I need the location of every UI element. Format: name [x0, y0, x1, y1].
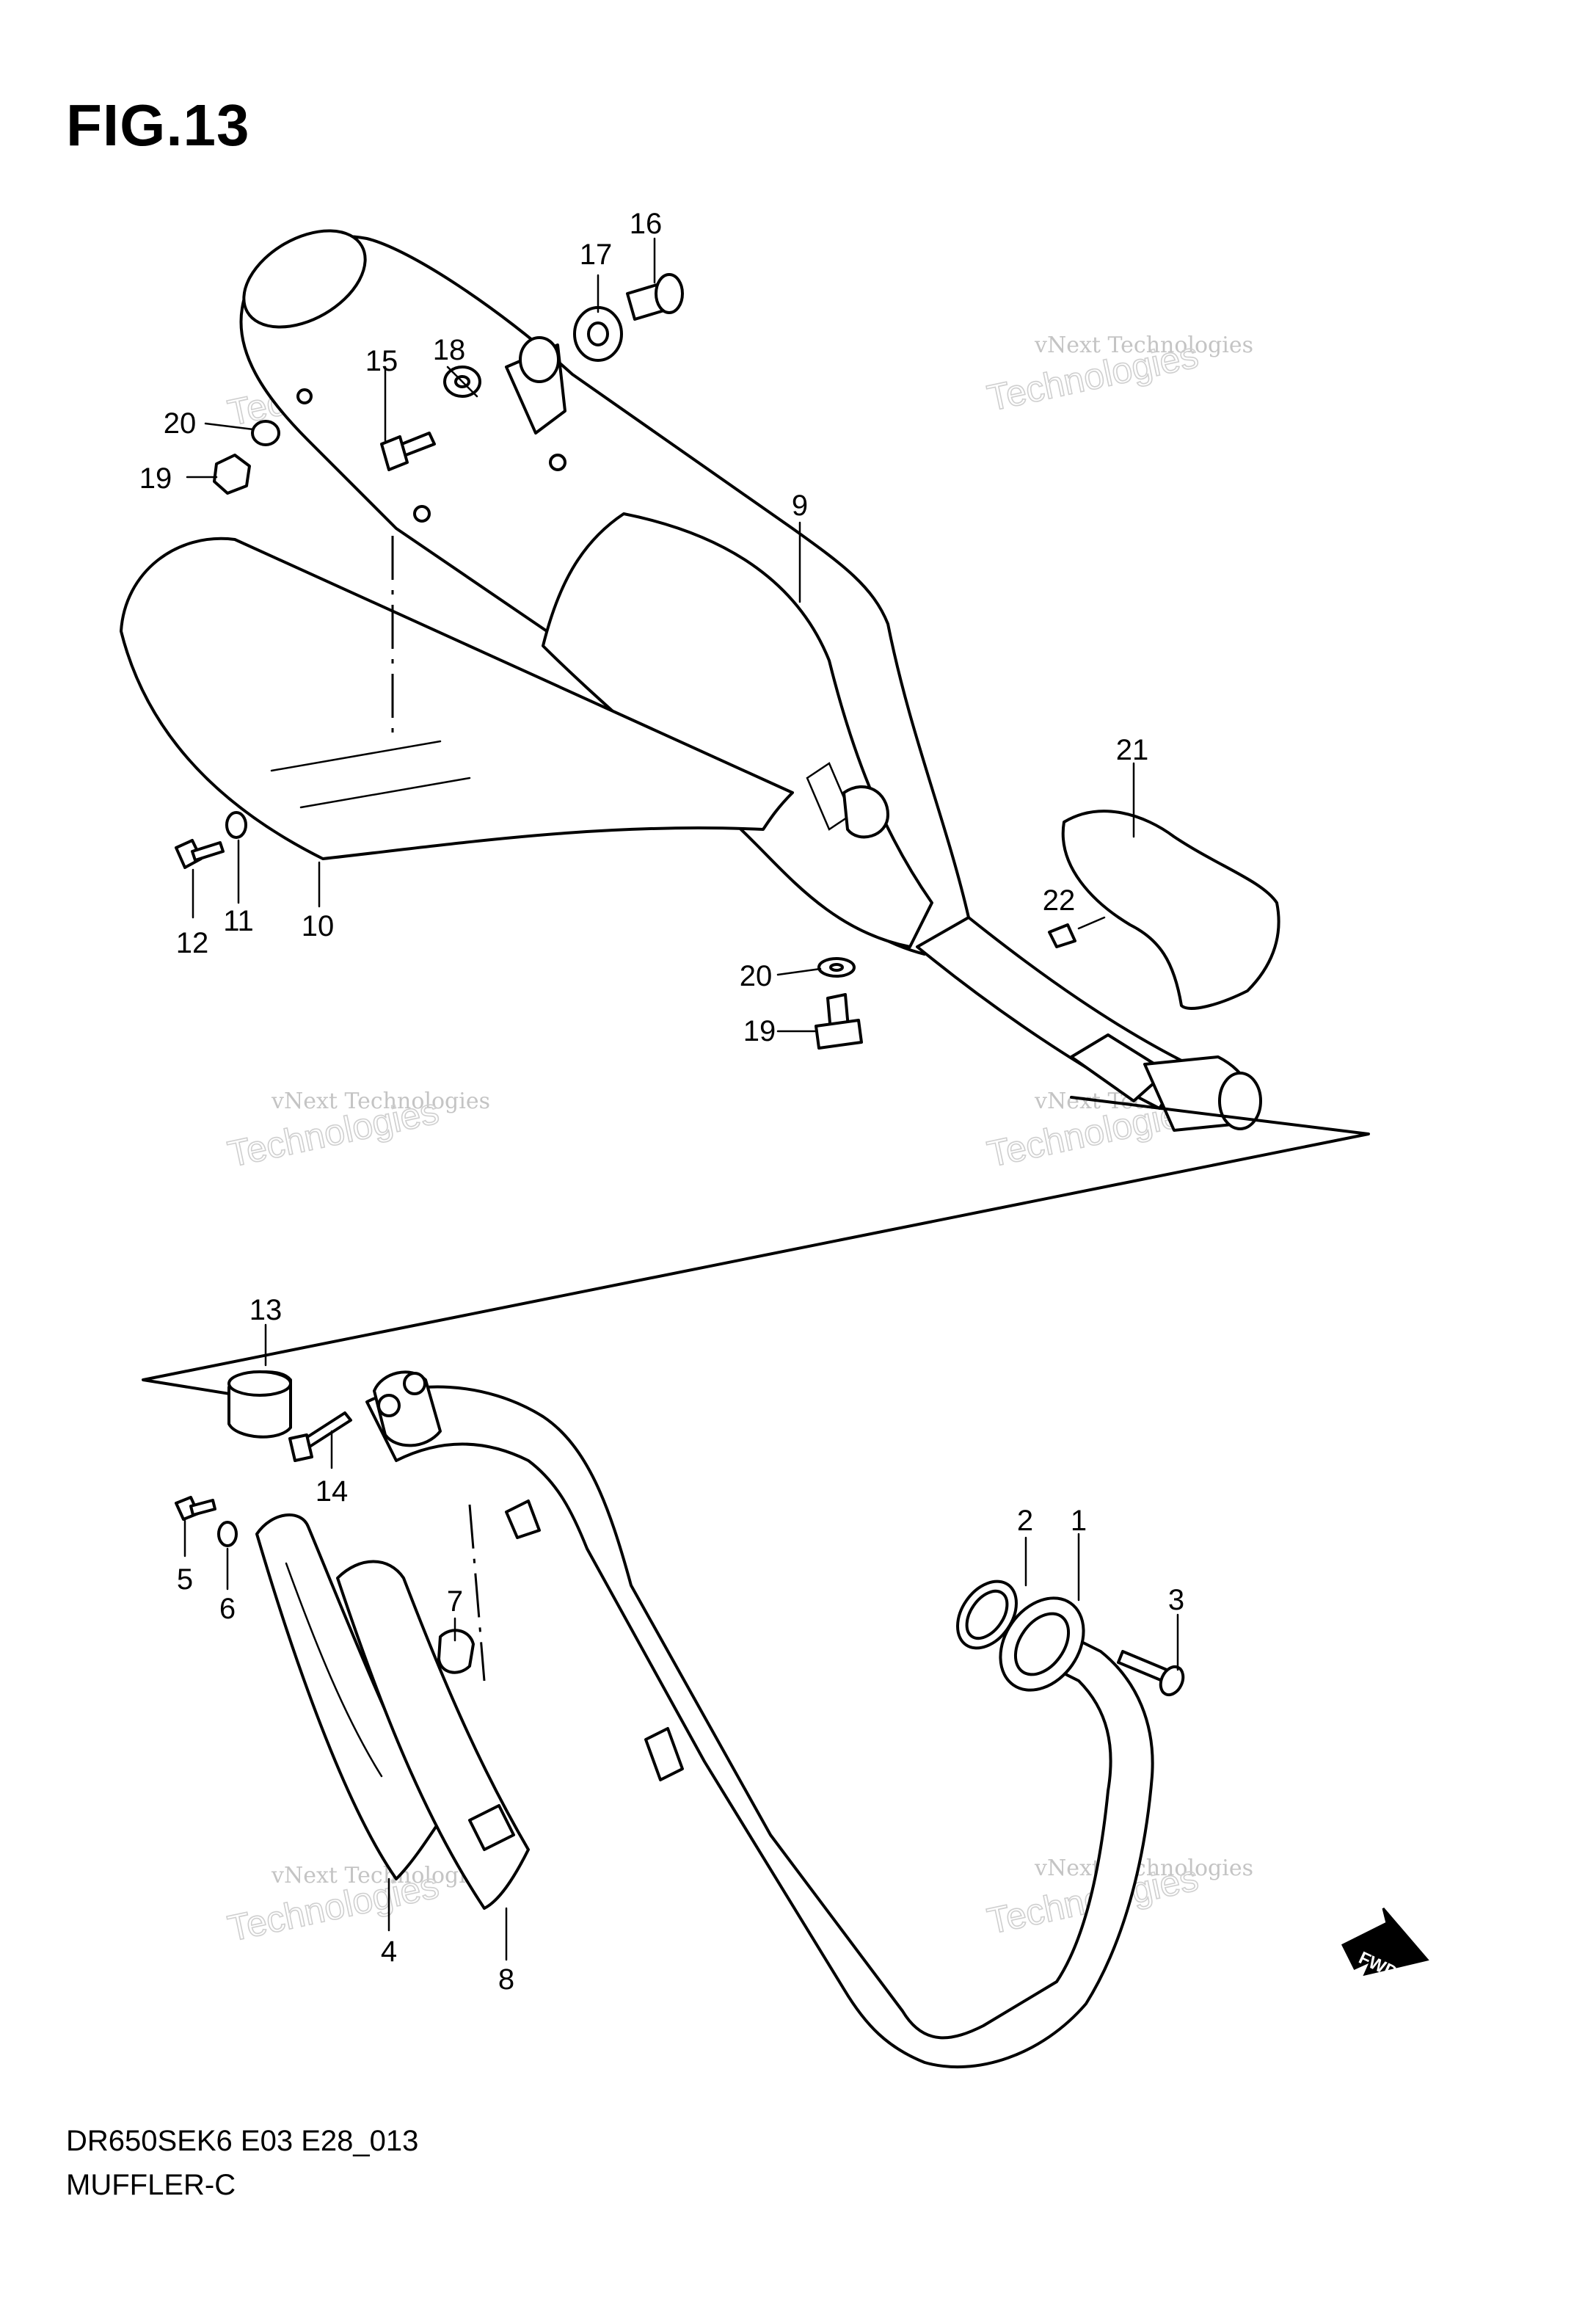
callout-5[interactable]: 5: [177, 1563, 193, 1596]
callout-20-upper[interactable]: 20: [164, 407, 197, 440]
muffler-inlet-opening: [1218, 1072, 1262, 1130]
gasket-13-top: [227, 1370, 292, 1397]
bolt-15-head: [380, 435, 409, 471]
muffler-stud-hole-2: [549, 454, 566, 471]
callout-20-lower[interactable]: 20: [740, 960, 773, 992]
callout-15[interactable]: 15: [365, 345, 398, 377]
muffler-end-cap: [242, 229, 367, 329]
callout-19-upper[interactable]: 19: [139, 462, 172, 495]
callout-8[interactable]: 8: [498, 1963, 514, 1996]
leader-lines: [183, 237, 1179, 1961]
callout-6[interactable]: 6: [219, 1593, 236, 1625]
pipe-bracket-a: [505, 1499, 541, 1539]
callout-13[interactable]: 13: [249, 1294, 283, 1326]
callout-18[interactable]: 18: [433, 334, 466, 366]
callout-4[interactable]: 4: [381, 1935, 397, 1968]
heat-shield-9: [542, 512, 933, 948]
callout-3[interactable]: 3: [1168, 1584, 1184, 1616]
callout-2[interactable]: 2: [1017, 1505, 1033, 1537]
leader-20b: [776, 967, 822, 976]
callout-22[interactable]: 22: [1043, 884, 1076, 917]
heat-shield-10-slot-1: [270, 740, 442, 772]
fwd-arrow-icon: [1341, 1908, 1429, 1977]
svg-text:vNext Technologies: vNext Technologies: [271, 1088, 490, 1114]
callout-19-lower[interactable]: 19: [743, 1015, 776, 1047]
pipe-clamp-bolt-a: [377, 1394, 401, 1417]
callout-14[interactable]: 14: [316, 1475, 349, 1508]
exhaust-pipe-1: [365, 1385, 1154, 2068]
washer-6: [217, 1521, 238, 1547]
callout-1[interactable]: 1: [1071, 1505, 1087, 1537]
bracket-21: [1061, 810, 1280, 1010]
bolt-12-shank: [191, 841, 225, 862]
leader-18: [446, 366, 478, 398]
svg-text:vNext Technologies: vNext Technologies: [271, 1863, 490, 1889]
callout-16[interactable]: 16: [630, 208, 663, 240]
callout-21[interactable]: 21: [1116, 734, 1149, 766]
bolt-5-shank: [189, 1499, 216, 1516]
heat-shield-8-clip: [468, 1804, 515, 1851]
leader-22: [1077, 916, 1106, 930]
pipe-clamp-bolt-b: [403, 1372, 426, 1395]
bolt-16-head: [655, 273, 684, 314]
watermark-bottom-left: vNext Technologies Technologies: [224, 1863, 490, 1950]
washer-20-upper: [251, 420, 280, 446]
collar-18: [519, 336, 560, 383]
pipe-bracket-b: [644, 1727, 684, 1781]
callout-12[interactable]: 12: [176, 927, 209, 959]
model-code: DR650SEK6 E03 E28_013: [66, 2125, 419, 2157]
heat-shield-4-slot: [285, 1562, 383, 1778]
washer-20-lower-hole: [829, 963, 844, 972]
fwd-arrow: FWD: [1341, 1908, 1429, 1983]
nut-19-upper: [213, 454, 251, 495]
washer-11: [225, 811, 247, 839]
bolt-14-head: [288, 1433, 313, 1462]
screw-22: [1048, 923, 1076, 948]
bolt-19-lower-head: [815, 1019, 863, 1050]
clip-7: [437, 1629, 475, 1674]
gasket-2-hole: [965, 1589, 1009, 1640]
callout-7[interactable]: 7: [447, 1585, 463, 1618]
watermark-top-right: vNext Technologies Technologies: [983, 332, 1253, 420]
muffler-stud-hole: [413, 505, 431, 523]
muffler-stud-hole-3: [296, 388, 313, 404]
pipe-flange-1-hole: [1013, 1612, 1071, 1676]
section-name: MUFFLER-C: [66, 2169, 236, 2201]
figure-title: FIG.13: [66, 92, 250, 158]
leader-20a: [204, 422, 255, 431]
pipe-mount-line: [468, 1504, 486, 1682]
grommet-17-hole: [587, 321, 609, 346]
svg-text:vNext Technologies: vNext Technologies: [1034, 332, 1253, 358]
callout-9[interactable]: 9: [792, 490, 808, 522]
heat-shield-9-clamp: [842, 785, 889, 839]
callout-10[interactable]: 10: [302, 910, 335, 942]
assembly-separator: [142, 1096, 1370, 1400]
heat-shield-10: [120, 537, 794, 860]
callout-17[interactable]: 17: [580, 239, 613, 271]
callout-11[interactable]: 11: [223, 905, 254, 937]
svg-text:vNext Technologies: vNext Technologies: [1034, 1855, 1253, 1881]
heat-shield-10-slot-2: [299, 777, 471, 809]
watermark-mid-left: vNext Technologies Technologies: [224, 1088, 490, 1176]
upper-hardware: [175, 273, 1076, 1050]
exhaust-pipe-assembly: [227, 1370, 1185, 2068]
callout-labels: 16 17 18 15 20 19 9 21 22 20 19 12 11 10…: [139, 208, 1184, 1996]
